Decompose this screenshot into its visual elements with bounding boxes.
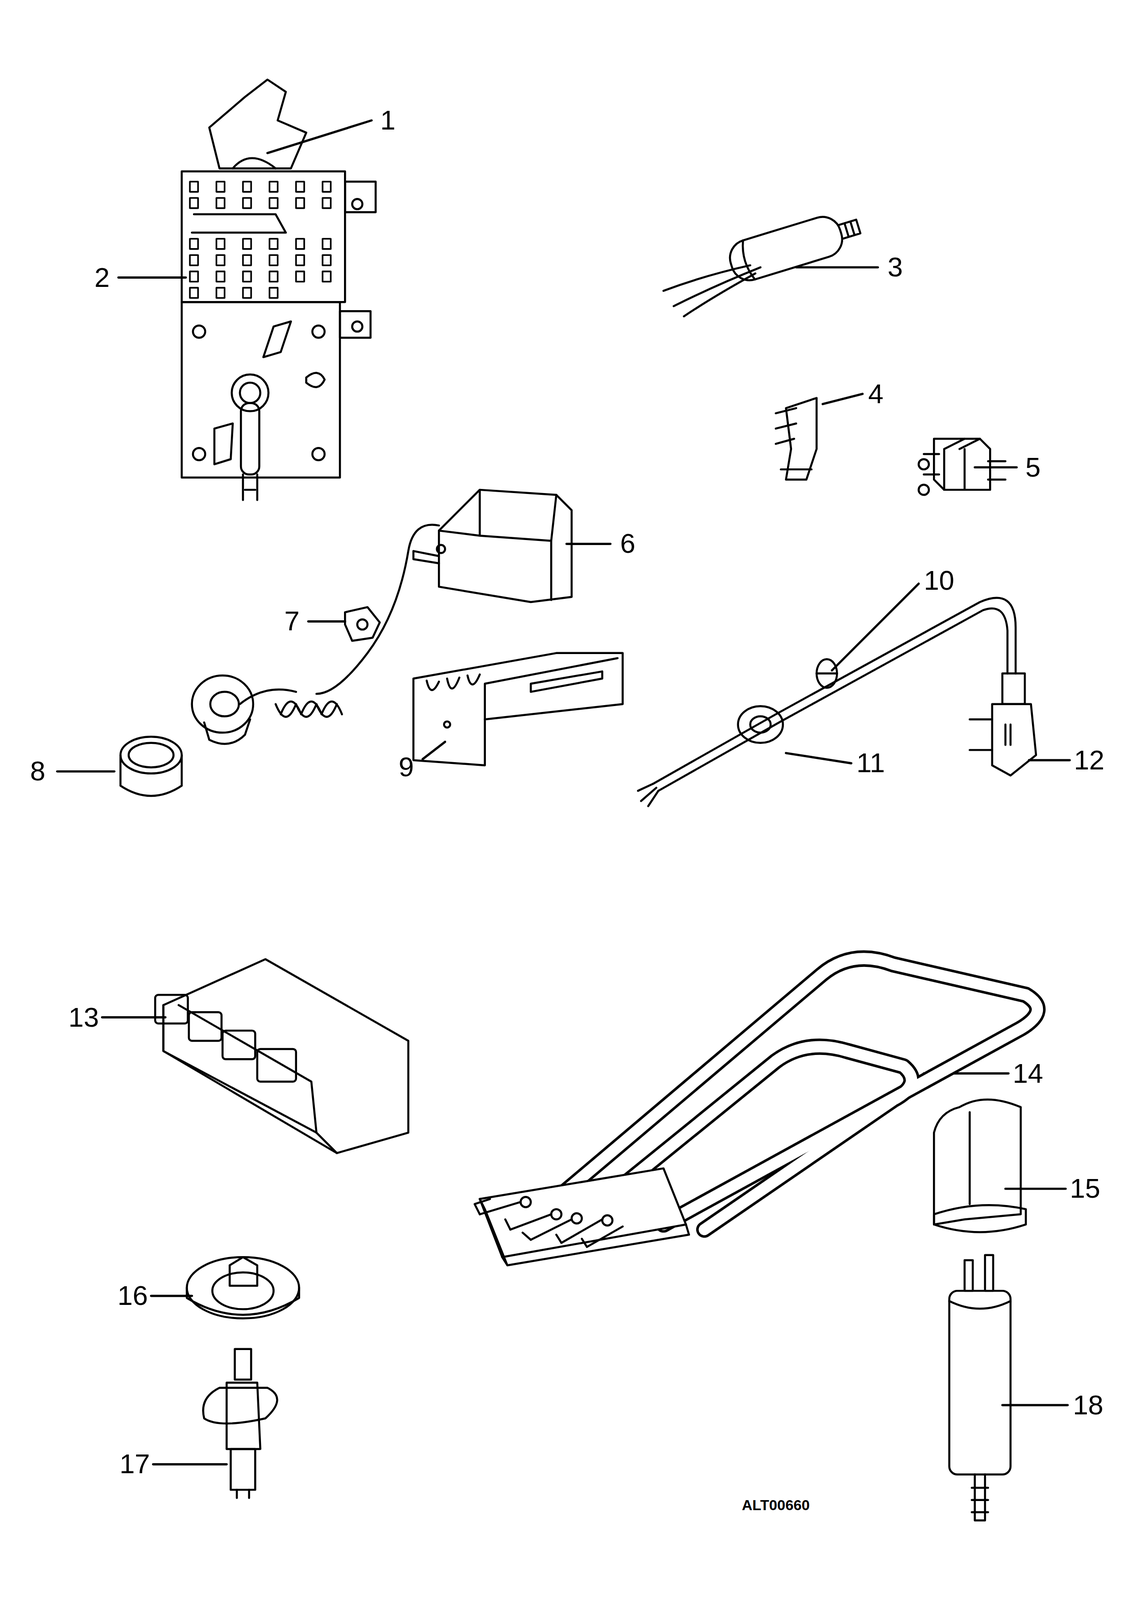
callout-number: 18 — [1073, 1391, 1104, 1420]
callout-number: 5 — [1025, 453, 1041, 482]
callout-number: 6 — [620, 530, 636, 558]
callout-number: 7 — [284, 607, 300, 636]
callout-number: 15 — [1069, 1175, 1101, 1203]
callout-number: 11 — [856, 749, 885, 777]
callout-number: 12 — [1073, 746, 1105, 775]
callout-number: 14 — [1012, 1060, 1044, 1088]
solenoid-wires — [663, 265, 761, 317]
programme-timer — [181, 79, 376, 501]
callout-number: 9 — [398, 753, 414, 782]
callout-number: 1 — [380, 106, 396, 135]
retaining-clip — [344, 607, 380, 642]
clip-bracket — [775, 398, 817, 480]
heating-element — [474, 959, 1038, 1267]
figure-code: ALT00660 — [741, 1498, 810, 1513]
terminal-block — [918, 438, 1006, 496]
lamp-holder — [186, 1257, 299, 1319]
mains-cable — [637, 598, 1037, 807]
capillary-wire — [316, 525, 439, 695]
callout-number: 10 — [923, 567, 955, 595]
thermostat-unit — [413, 489, 572, 603]
callout-number: 4 — [868, 380, 884, 408]
callout-number: 13 — [68, 1004, 100, 1032]
sensor-parts — [120, 675, 342, 797]
callout-number: 3 — [887, 253, 903, 282]
leader-lines — [57, 120, 1070, 1465]
suppressor — [933, 1099, 1026, 1233]
callout-number: 16 — [117, 1282, 148, 1310]
mounting-bracket — [413, 653, 623, 766]
indicator-lamp — [203, 1349, 277, 1499]
callout-number: 17 — [119, 1450, 151, 1479]
push-button-module — [155, 959, 409, 1154]
capacitor — [949, 1255, 1011, 1522]
callout-number: 8 — [30, 757, 46, 786]
callout-number: 2 — [94, 264, 110, 292]
